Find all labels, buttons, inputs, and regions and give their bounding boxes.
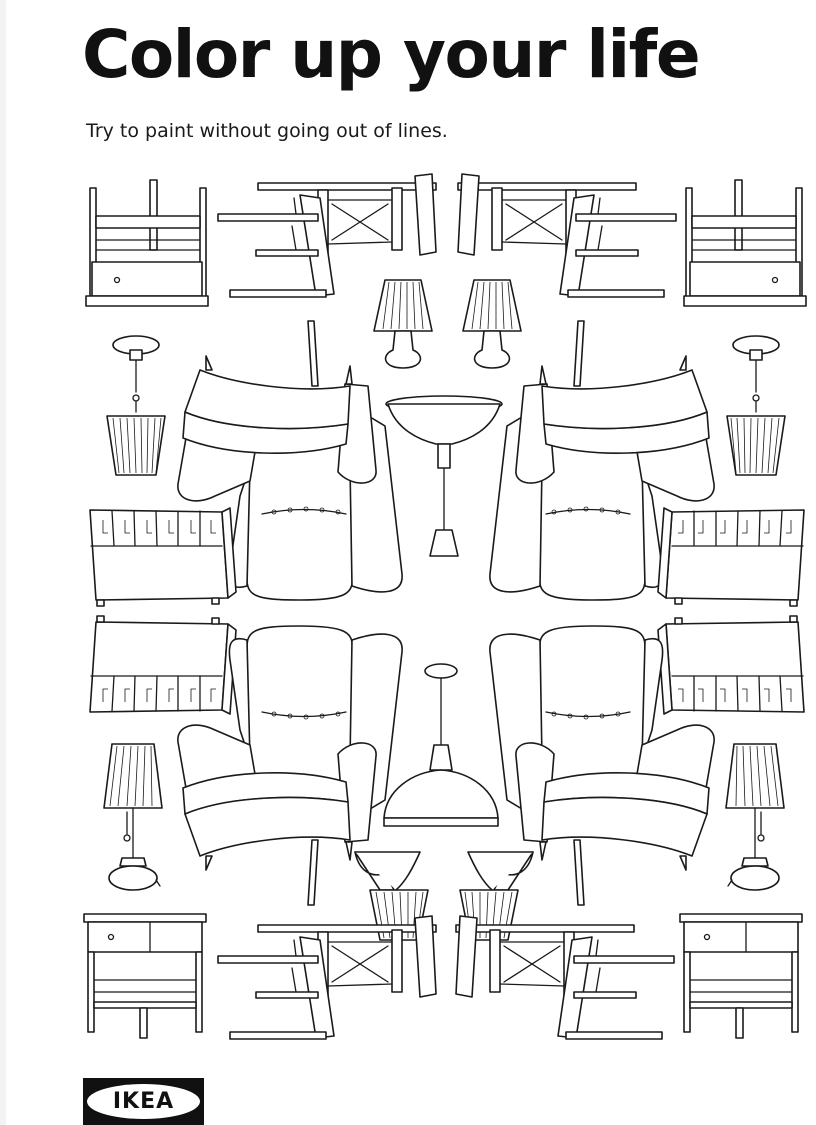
nightstand-left-bottom: [83, 913, 207, 1039]
table-lamp-right: [462, 279, 522, 369]
ikea-logo: IKEA: [83, 1078, 204, 1125]
table-lamp-pleated-left: [103, 743, 163, 891]
table-lamp-left: [373, 279, 433, 369]
chest-of-drawers-lower-right: [657, 615, 805, 715]
chest-of-drawers-upper-left: [89, 507, 237, 607]
ikea-logo-oval: [87, 1084, 200, 1119]
pendant-lamp-left: [106, 335, 166, 476]
chest-of-drawers-upper-right: [657, 507, 805, 607]
pendant-lamp-right: [726, 335, 786, 476]
page-title: Color up your life: [82, 16, 701, 93]
nightstand-right-top: [683, 179, 807, 307]
ikea-logo-text: IKEA: [112, 1089, 175, 1114]
nightstand-right-bottom: [679, 913, 803, 1039]
chair-right-top: [457, 173, 677, 298]
ceiling-lamp-center: [383, 663, 499, 827]
hanging-pendant-top: [385, 395, 503, 557]
table-lamp-pleated-right: [725, 743, 785, 891]
chest-of-drawers-lower-left: [89, 615, 237, 715]
chair-left-top: [217, 173, 437, 298]
page-edge: [0, 0, 6, 1125]
page-subtitle: Try to paint without going out of lines.: [86, 120, 448, 142]
nightstand-left-top: [85, 179, 209, 307]
